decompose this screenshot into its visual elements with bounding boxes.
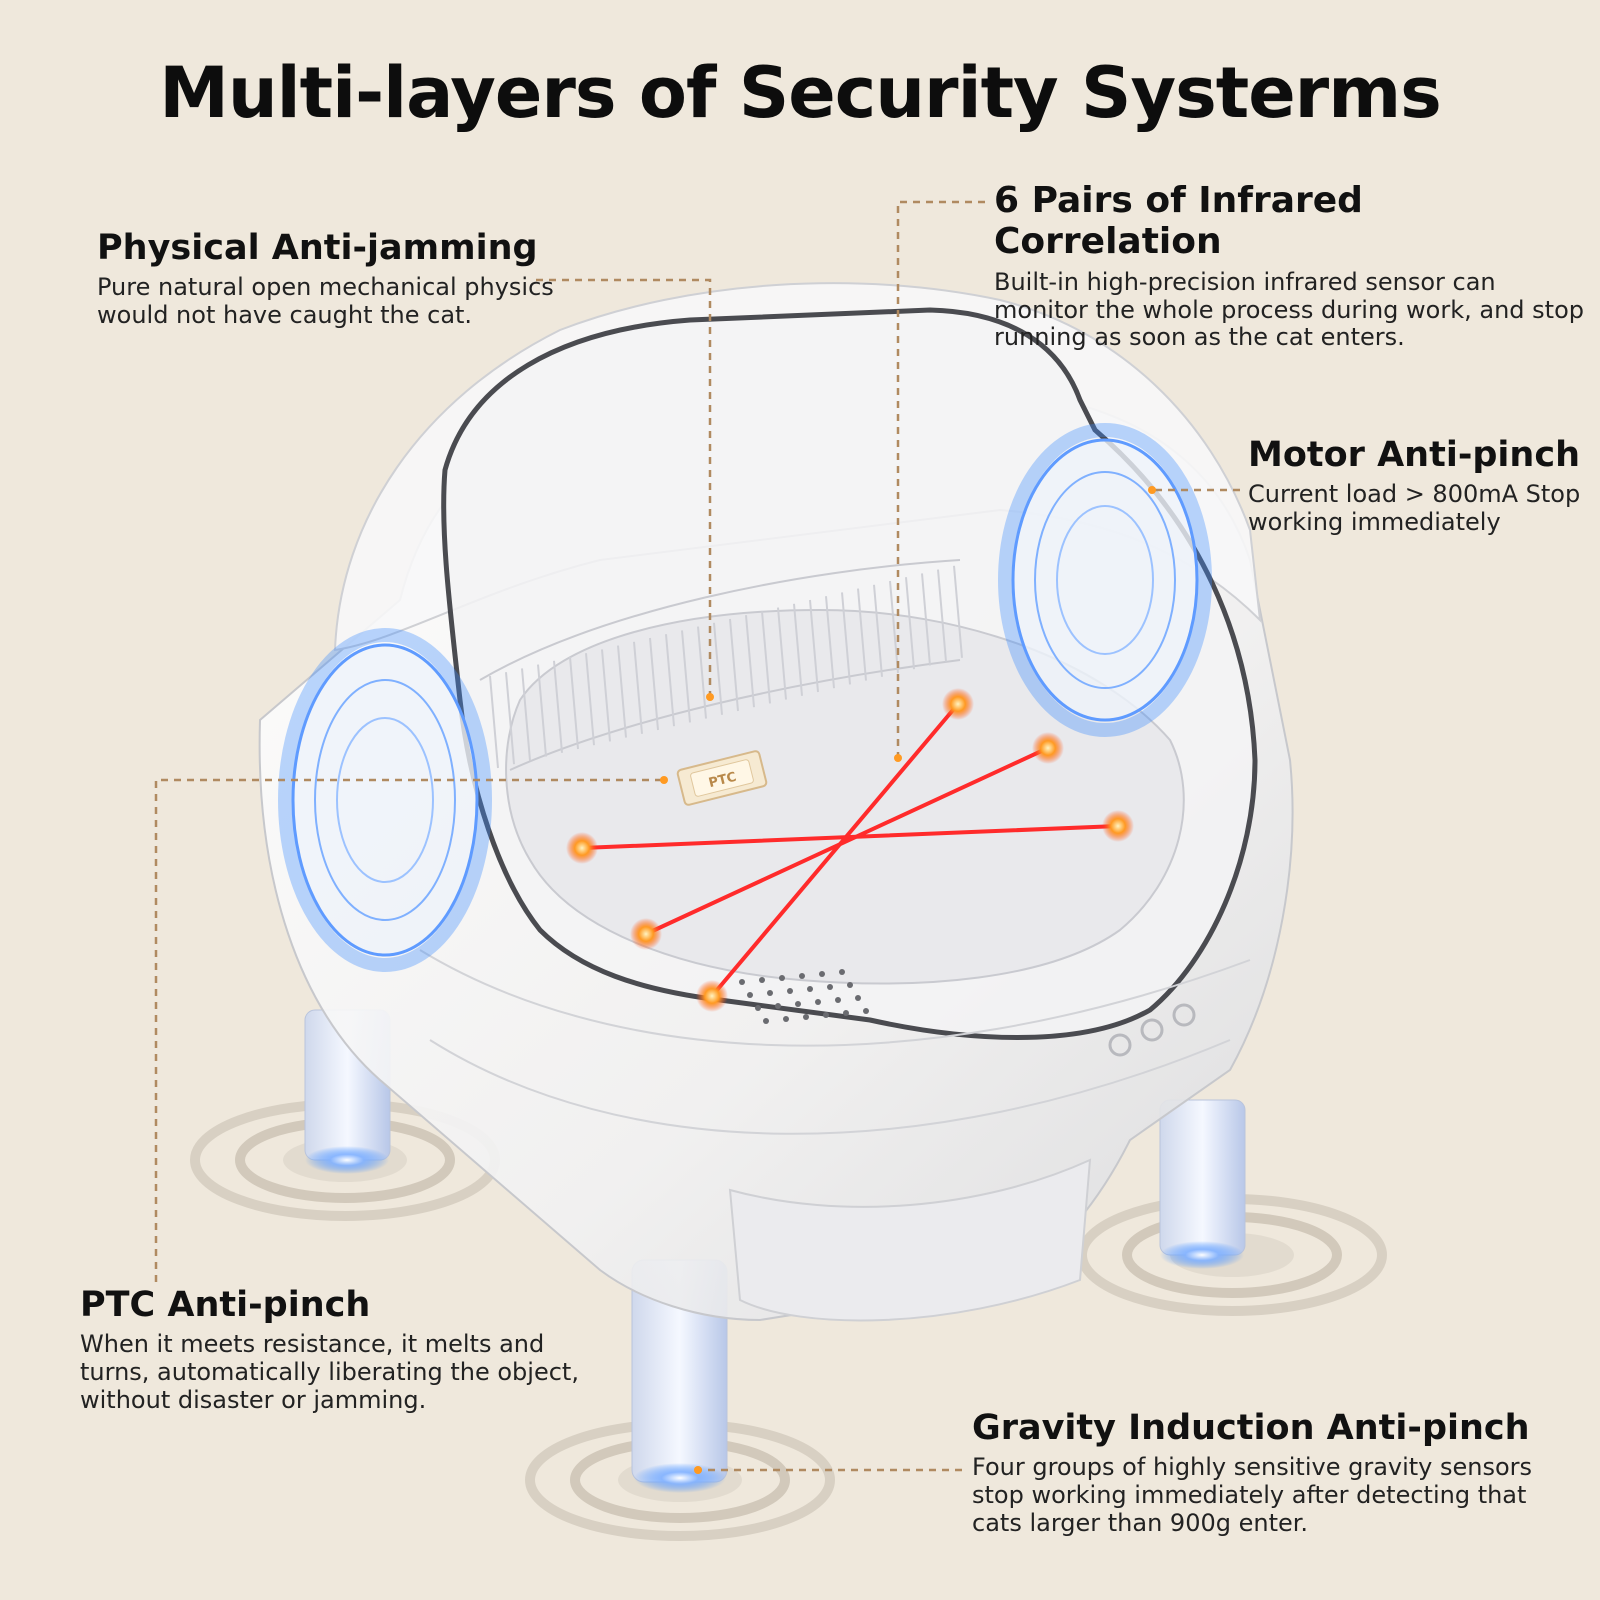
callout-body: Four groups of highly sensitive gravity …	[972, 1453, 1533, 1537]
drain-hole	[775, 1003, 781, 1009]
drain-hole	[803, 1014, 809, 1020]
emitter-dot	[696, 980, 728, 1012]
ptc-chip-label: PTC	[707, 770, 738, 791]
callout-ptc-anti-pinch: PTC Anti-pinch When it meets resistance,…	[80, 1285, 600, 1415]
callout-motor-anti-pinch: Motor Anti-pinch Current load > 800mA St…	[1248, 435, 1598, 537]
drain-hole	[739, 979, 745, 985]
leader-infrared	[896, 200, 985, 758]
infrared-emitters	[566, 688, 1134, 1012]
drain-holes	[739, 969, 869, 1024]
drain-hole	[835, 997, 841, 1003]
emitter-dot	[1032, 732, 1064, 764]
callout-heading: Gravity Induction Anti-pinch	[972, 1408, 1530, 1448]
page-title: Multi-layers of Security Systerms	[159, 52, 1442, 134]
drain-hole	[763, 1018, 769, 1024]
drain-hole	[843, 1010, 849, 1016]
callout-physical-anti-jamming: Physical Anti-jamming Pure natural open …	[97, 228, 567, 330]
drain-hole	[823, 1012, 829, 1018]
ptc-chip: PTC	[676, 750, 768, 806]
filter-mesh	[479, 559, 961, 771]
drain-hole	[767, 990, 773, 996]
emitter-dot	[1102, 810, 1134, 842]
motor-hub-right	[998, 423, 1212, 737]
drain-hole	[795, 1001, 801, 1007]
motor-hub-left	[278, 628, 492, 972]
drain-hole	[855, 995, 861, 1001]
callout-body: Pure natural open mechanical physics wou…	[97, 273, 554, 330]
callout-gravity-induction: Gravity Induction Anti-pinch Four groups…	[972, 1408, 1582, 1538]
drain-hole	[827, 984, 833, 990]
drain-hole	[783, 1016, 789, 1022]
drain-hole	[863, 1008, 869, 1014]
leg-front	[631, 1259, 728, 1493]
leader-lines	[154, 200, 1240, 1472]
leader-endpoints	[660, 486, 1156, 1474]
infrared-beams	[580, 702, 1120, 998]
drain-hole	[807, 986, 813, 992]
callout-body: When it meets resistance, it melts and t…	[80, 1330, 579, 1414]
callout-infrared-correlation: 6 Pairs of Infrared Correlation Built-in…	[994, 180, 1594, 352]
drain-hole	[815, 999, 821, 1005]
emitter-dot	[566, 832, 598, 864]
drain-hole	[759, 977, 765, 983]
drain-hole	[755, 1005, 761, 1011]
drain-hole	[779, 975, 785, 981]
callout-heading: Physical Anti-jamming	[97, 228, 538, 268]
drain-hole	[799, 973, 805, 979]
emitter-dot	[630, 918, 662, 950]
litter-box-body	[258, 282, 1294, 1322]
leader-physical	[536, 278, 712, 695]
callout-heading: 6 Pairs of Infrared Correlation	[994, 180, 1363, 263]
leg-right	[1159, 1099, 1246, 1269]
callout-body: Current load > 800mA Stop working immedi…	[1248, 480, 1581, 537]
drain-hole	[747, 992, 753, 998]
drain-hole	[819, 971, 825, 977]
callout-heading: PTC Anti-pinch	[80, 1285, 371, 1325]
filter-mesh-ribs	[489, 565, 963, 769]
drain-hole	[787, 988, 793, 994]
drain-hole	[847, 982, 853, 988]
callout-heading: Motor Anti-pinch	[1248, 435, 1580, 475]
drain-hole	[839, 969, 845, 975]
callout-body: Built-in high-precision infrared sensor …	[994, 267, 1584, 352]
emitter-dot	[942, 688, 974, 720]
